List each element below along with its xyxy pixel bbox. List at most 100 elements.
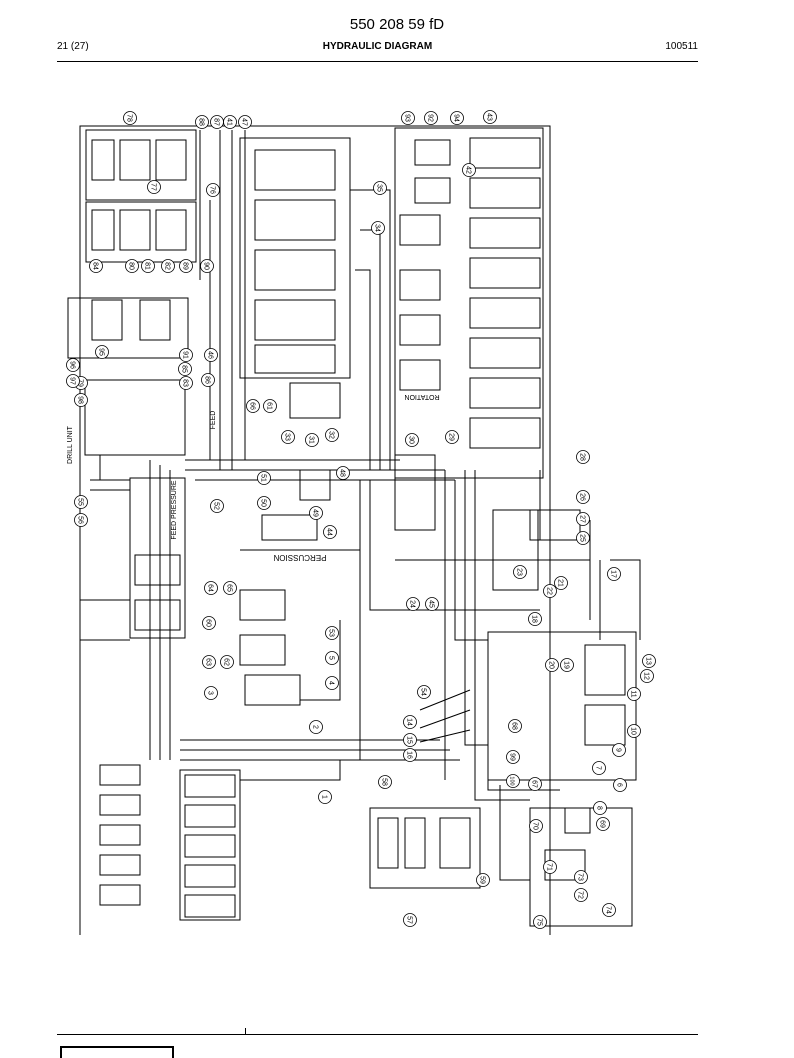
callout-71: 71 [543,860,557,874]
callout-number: 81 [144,262,151,270]
footer-divider [57,1034,698,1035]
callout-number: 75 [536,918,543,926]
callout-61: 61 [263,399,277,413]
callout-number: 44 [326,528,333,536]
callout-33: 33 [281,430,295,444]
callout-circle [574,888,588,902]
hydraulic-lines [80,128,641,881]
callout-number: 8 [596,806,603,810]
callout-circle [545,658,559,672]
callout-42: 42 [462,163,476,177]
callout-73: 73 [574,870,588,884]
callout-4: 4 [325,676,339,690]
callout-63: 63 [202,655,216,669]
callout-number: 92 [427,114,434,122]
callout-84: 84 [89,259,103,273]
callout-50: 50 [257,496,271,510]
callout-92: 92 [424,111,438,125]
header-divider [57,61,698,62]
callout-circle [576,490,590,504]
callout-circle [640,669,654,683]
callout-number: 12 [643,672,650,680]
callout-circle [202,655,216,669]
callout-number: 21 [557,579,564,587]
callout-8: 8 [593,801,607,815]
callout-circle [425,597,439,611]
callout-23: 23 [513,565,527,579]
callout-circle [206,183,220,197]
callout-circle [202,616,216,630]
callout-circle [179,259,193,273]
callout-number: 35 [376,184,383,192]
callout-number: 51 [260,474,267,482]
callout-circle [200,259,214,273]
callout-43: 43 [483,110,497,124]
callout-1: 1 [318,790,332,804]
callout-circle [74,495,88,509]
boom-valve-bank [394,127,544,479]
callout-number: 66 [249,402,256,410]
callout-circle [506,750,520,764]
callout-number: 91 [182,351,189,359]
callout-circle [543,584,557,598]
callout-number: 99 [509,753,516,761]
callout-circle [450,111,464,125]
callout-67: 67 [528,777,542,791]
callout-number: 20 [548,661,555,669]
callout-number: 68 [511,722,518,730]
callout-circle [318,790,332,804]
callout-number: 61 [266,402,273,410]
callout-48: 48 [336,466,350,480]
callout-circle [257,496,271,510]
callout-circle [66,358,80,372]
callout-circle [336,466,350,480]
callout-88: 88 [195,115,209,129]
callout-circle [210,499,224,513]
callout-64: 64 [204,581,218,595]
callout-number: 4 [328,681,335,685]
callout-number: 28 [579,453,586,461]
callout-62: 62 [220,655,234,669]
callout-number: 57 [406,916,413,924]
callout-15: 15 [403,733,417,747]
callout-circle [607,567,621,581]
callout-number: 50 [260,499,267,507]
page-title: HYDRAULIC DIAGRAM [322,41,433,52]
callout-32: 32 [325,428,339,442]
callout-circle [179,348,193,362]
callout-number: 30 [408,436,415,444]
document-number: 550 208 59 fD [349,16,445,33]
callout-18: 18 [528,612,542,626]
callout-circle [125,259,139,273]
callout-34: 34 [371,221,385,235]
callout-number: 43 [486,113,493,121]
callout-number: 70 [532,822,539,830]
callout-number: 19 [563,661,570,669]
flushing-unit [369,807,481,889]
callout-number: 55 [77,498,84,506]
callout-number: 88 [198,118,205,126]
callout-circle [403,748,417,762]
callout-number: 60 [205,619,212,627]
callout-number: 49 [312,509,319,517]
callout-circle [66,374,80,388]
callout-number: 6 [616,783,623,787]
callout-98: 98 [74,393,88,407]
feed-pressure-label: FEED PRESSURE [171,480,178,539]
callout-74: 74 [602,903,616,917]
callout-78: 78 [123,111,137,125]
callout-14: 14 [403,715,417,729]
callout-circle [210,115,224,129]
callout-47: 47 [238,115,252,129]
callout-number: 2 [312,725,319,729]
callout-number: 80 [128,262,135,270]
callout-circle [371,221,385,235]
percussion-valve-stack [239,137,351,379]
callout-circle [417,685,431,699]
callout-6: 6 [613,778,627,792]
callout-11: 11 [627,687,641,701]
callout-number: 63 [205,658,212,666]
callout-circle [596,817,610,831]
callout-number: 16 [406,751,413,759]
callout-72: 72 [574,888,588,902]
